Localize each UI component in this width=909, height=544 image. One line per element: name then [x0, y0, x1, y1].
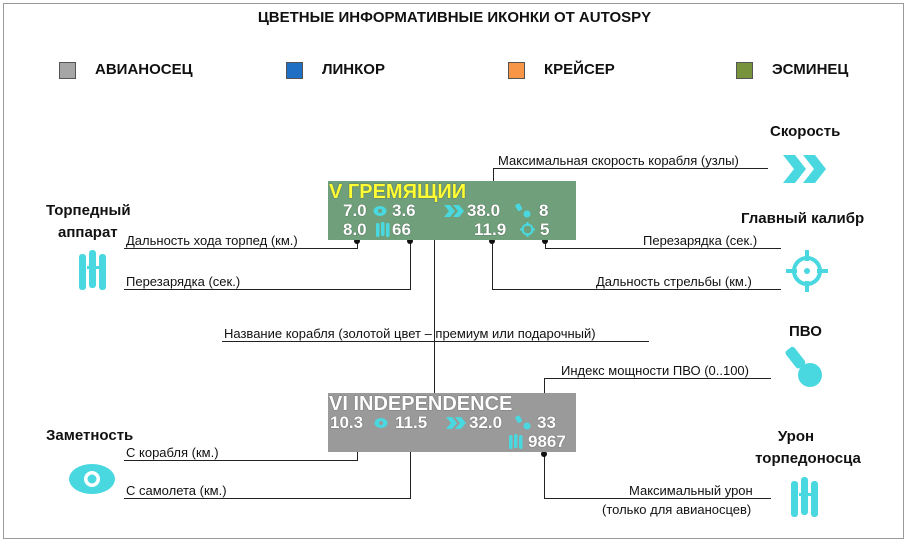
ship1-gun-range: 11.9	[474, 220, 507, 239]
label-gun-range: Дальность стрельбы (км.)	[596, 274, 752, 289]
ship2-aa: 33	[537, 413, 556, 432]
label-gun-reload: Перезарядка (сек.)	[643, 233, 758, 248]
chevron-speed-icon	[446, 417, 466, 429]
aa-gun-icon	[785, 346, 822, 387]
legend-label-carrier: АВИАНОСЕЦ	[95, 61, 193, 78]
underline-torp-range	[124, 248, 357, 249]
label-torp-reload: Перезарядка (сек.)	[126, 274, 241, 289]
connector-aa-index	[544, 378, 545, 406]
ship1-name: V ГРЕМЯЩИИ	[329, 181, 467, 203]
heading-speed: Скорость	[770, 123, 841, 140]
legend-label-battleship: ЛИНКОР	[322, 61, 385, 78]
underline-max-damage	[544, 498, 771, 499]
heading-torpedo-bomber: Урон торпедоносца	[748, 426, 868, 470]
connector-name	[434, 233, 435, 393]
ship1-gun-reload: 5	[540, 220, 550, 239]
underline-aa-index	[544, 378, 771, 379]
dot-torp-range	[354, 238, 360, 244]
torpedo-icon	[376, 222, 390, 237]
ship2-max-damage: 9867	[528, 432, 566, 451]
heading-tb-line2: торпедоносца	[755, 450, 861, 467]
diagram-frame	[3, 3, 904, 539]
plane-icon	[515, 415, 531, 430]
underline-from-ship	[124, 460, 357, 461]
dot-torp-reload	[407, 238, 413, 244]
ship1-torp-reload: 66	[392, 220, 411, 239]
plane-icon	[515, 203, 531, 218]
connector-gun-reload	[545, 241, 546, 249]
ship1-detect-ship: 3.6	[392, 201, 416, 220]
underline-torp-reload	[124, 289, 410, 290]
ship2-detect-plane: 11.5	[395, 413, 428, 432]
legend-label-cruiser: КРЕЙСЕР	[544, 61, 615, 78]
crosshair-icon	[520, 222, 535, 237]
heading-aa: ПВО	[789, 323, 822, 340]
eye-icon	[374, 418, 388, 428]
connector-torp-range	[357, 241, 358, 249]
underline-ship-name	[222, 341, 649, 342]
label-torp-range: Дальность хода торпед (км.)	[126, 233, 298, 248]
underline-max-speed	[493, 168, 768, 169]
ship2-speed: 32.0	[469, 413, 503, 432]
ship1-speed: 38.0	[467, 201, 501, 220]
connector-from-ship	[357, 446, 358, 461]
heading-tb-line1: Урон	[777, 428, 815, 445]
torpedo-icon	[791, 477, 818, 517]
legend-swatch-battleship	[286, 62, 303, 79]
speed-chevron-icon	[783, 155, 826, 183]
ship2-name: VI INDEPENDENCE	[329, 393, 513, 415]
underline-from-plane	[124, 498, 410, 499]
page-title: ЦВЕТНЫЕ ИНФОРМАТИВНЫЕ ИКОНКИ ОТ AUTOSPY	[257, 9, 652, 26]
heading-concealment: Заметность	[46, 427, 134, 444]
connector-torp-reload	[410, 241, 411, 290]
connector-gun-range	[492, 241, 493, 290]
eye-icon	[373, 206, 387, 216]
heading-torpedo-line2: аппарат	[58, 224, 118, 241]
label-max-damage: Максимальный урон	[629, 483, 753, 498]
heading-main-battery: Главный калибр	[741, 210, 865, 227]
torpedo-icon	[79, 250, 106, 290]
legend-swatch-destroyer	[736, 62, 753, 79]
underline-gun-reload	[545, 248, 781, 249]
legend-label-destroyer: ЭСМИНЕЦ	[772, 61, 849, 78]
connector-from-plane	[410, 446, 411, 499]
dot-gun-range	[489, 238, 495, 244]
torpedo-icon	[509, 434, 523, 449]
legend-swatch-cruiser	[508, 62, 525, 79]
underline-gun-range	[492, 289, 781, 290]
dot-max-damage	[541, 451, 547, 457]
label-max-speed: Максимальная скорость корабля (узлы)	[498, 153, 739, 168]
ship1-torp-reload-range: 8.0	[343, 220, 367, 239]
heading-torpedo-line1: Торпедный	[46, 202, 131, 219]
crosshair-icon	[786, 250, 828, 292]
ship1-torp-range: 7.0	[343, 201, 367, 220]
dot-gun-reload	[542, 238, 548, 244]
heading-torpedo: Торпедный аппарат	[46, 200, 131, 244]
label-ship-name: Название корабля (золотой цвет – премиум…	[224, 326, 596, 341]
label-from-ship: С корабля (км.)	[126, 445, 219, 460]
connector-max-damage	[544, 454, 545, 499]
chevron-speed-icon	[444, 205, 464, 217]
ship2-detect-ship: 10.3	[330, 413, 364, 432]
eye-icon	[69, 464, 115, 494]
label-aa-index: Индекс мощности ПВО (0..100)	[561, 363, 749, 378]
label-max-damage-note: (только для авианосцев)	[602, 502, 752, 517]
ship1-aa: 8	[539, 201, 549, 220]
label-from-plane: С самолета (км.)	[126, 483, 227, 498]
legend-swatch-carrier	[59, 62, 76, 79]
